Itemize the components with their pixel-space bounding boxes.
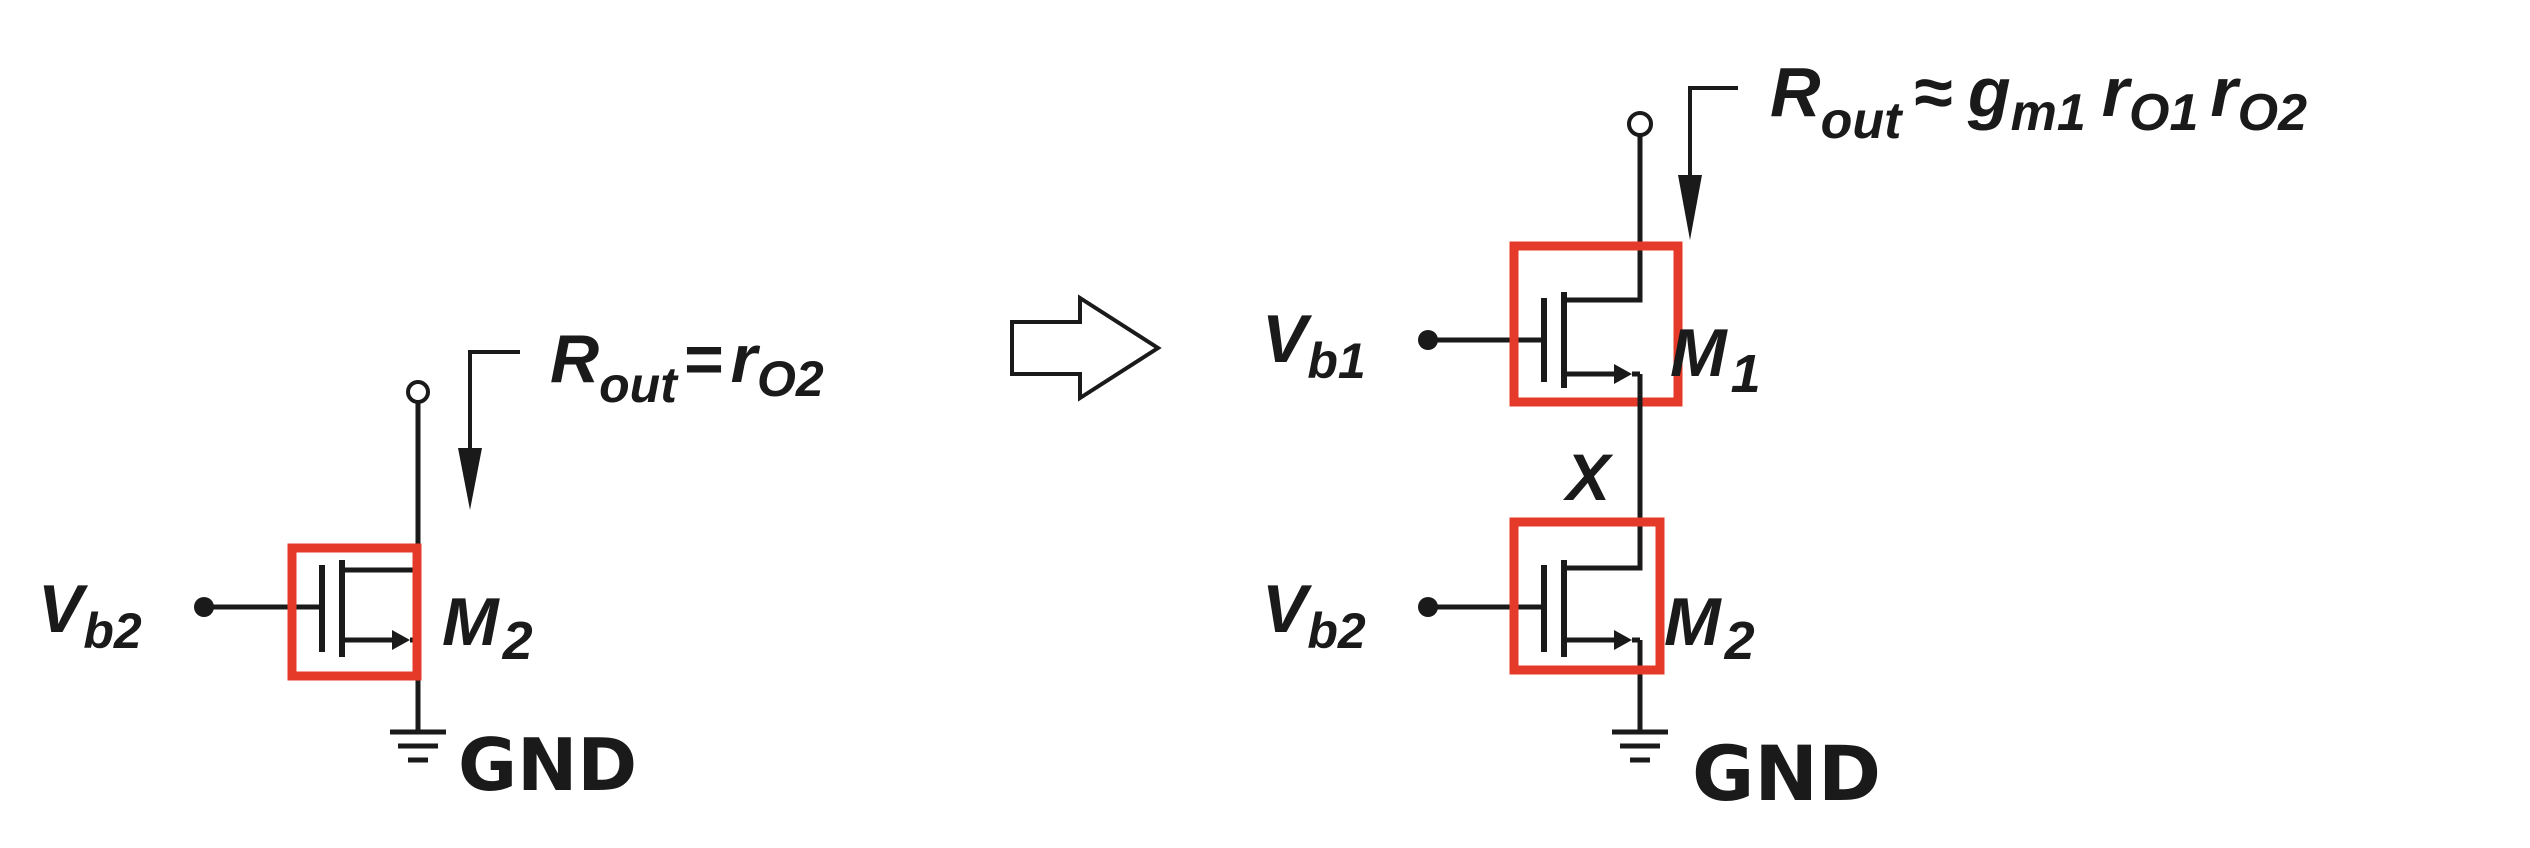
left-rout-arrow-icon <box>468 350 520 470</box>
right-output-terminal <box>1627 111 1653 137</box>
right-rout-arrowhead <box>1678 175 1702 240</box>
left-m2-label: M2 <box>442 584 533 671</box>
left-m2-highlight-box <box>287 543 422 681</box>
right-transistor-m1 <box>1541 290 1643 388</box>
right-m1-label: M1 <box>1670 315 1761 404</box>
left-rout-label: Rout=rO2 <box>550 321 824 413</box>
transition-arrow-icon <box>1010 294 1162 402</box>
right-m2-label: M2 <box>1664 584 1755 671</box>
left-gnd-label: GND <box>458 723 637 807</box>
right-vb2-label: Vb2 <box>1262 571 1366 659</box>
left-ground-icon <box>390 700 446 763</box>
right-gnd-label: GND <box>1692 729 1881 818</box>
right-m2-highlight-box <box>1509 517 1665 675</box>
left-output-terminal <box>406 380 430 404</box>
right-transistor-m2 <box>1541 555 1643 700</box>
right-node-x-label: X <box>1562 440 1614 514</box>
left-rout-arrowhead <box>458 448 482 510</box>
right-m1-highlight-box <box>1509 241 1683 407</box>
left-vb2-label: Vb2 <box>38 571 142 659</box>
right-vb1-label: Vb1 <box>1262 301 1366 389</box>
left-circuit: Rout=rO2 Vb2 M2 GND <box>38 321 824 807</box>
right-ground-icon <box>1612 700 1668 763</box>
right-rout-arrow-icon <box>1688 86 1738 190</box>
